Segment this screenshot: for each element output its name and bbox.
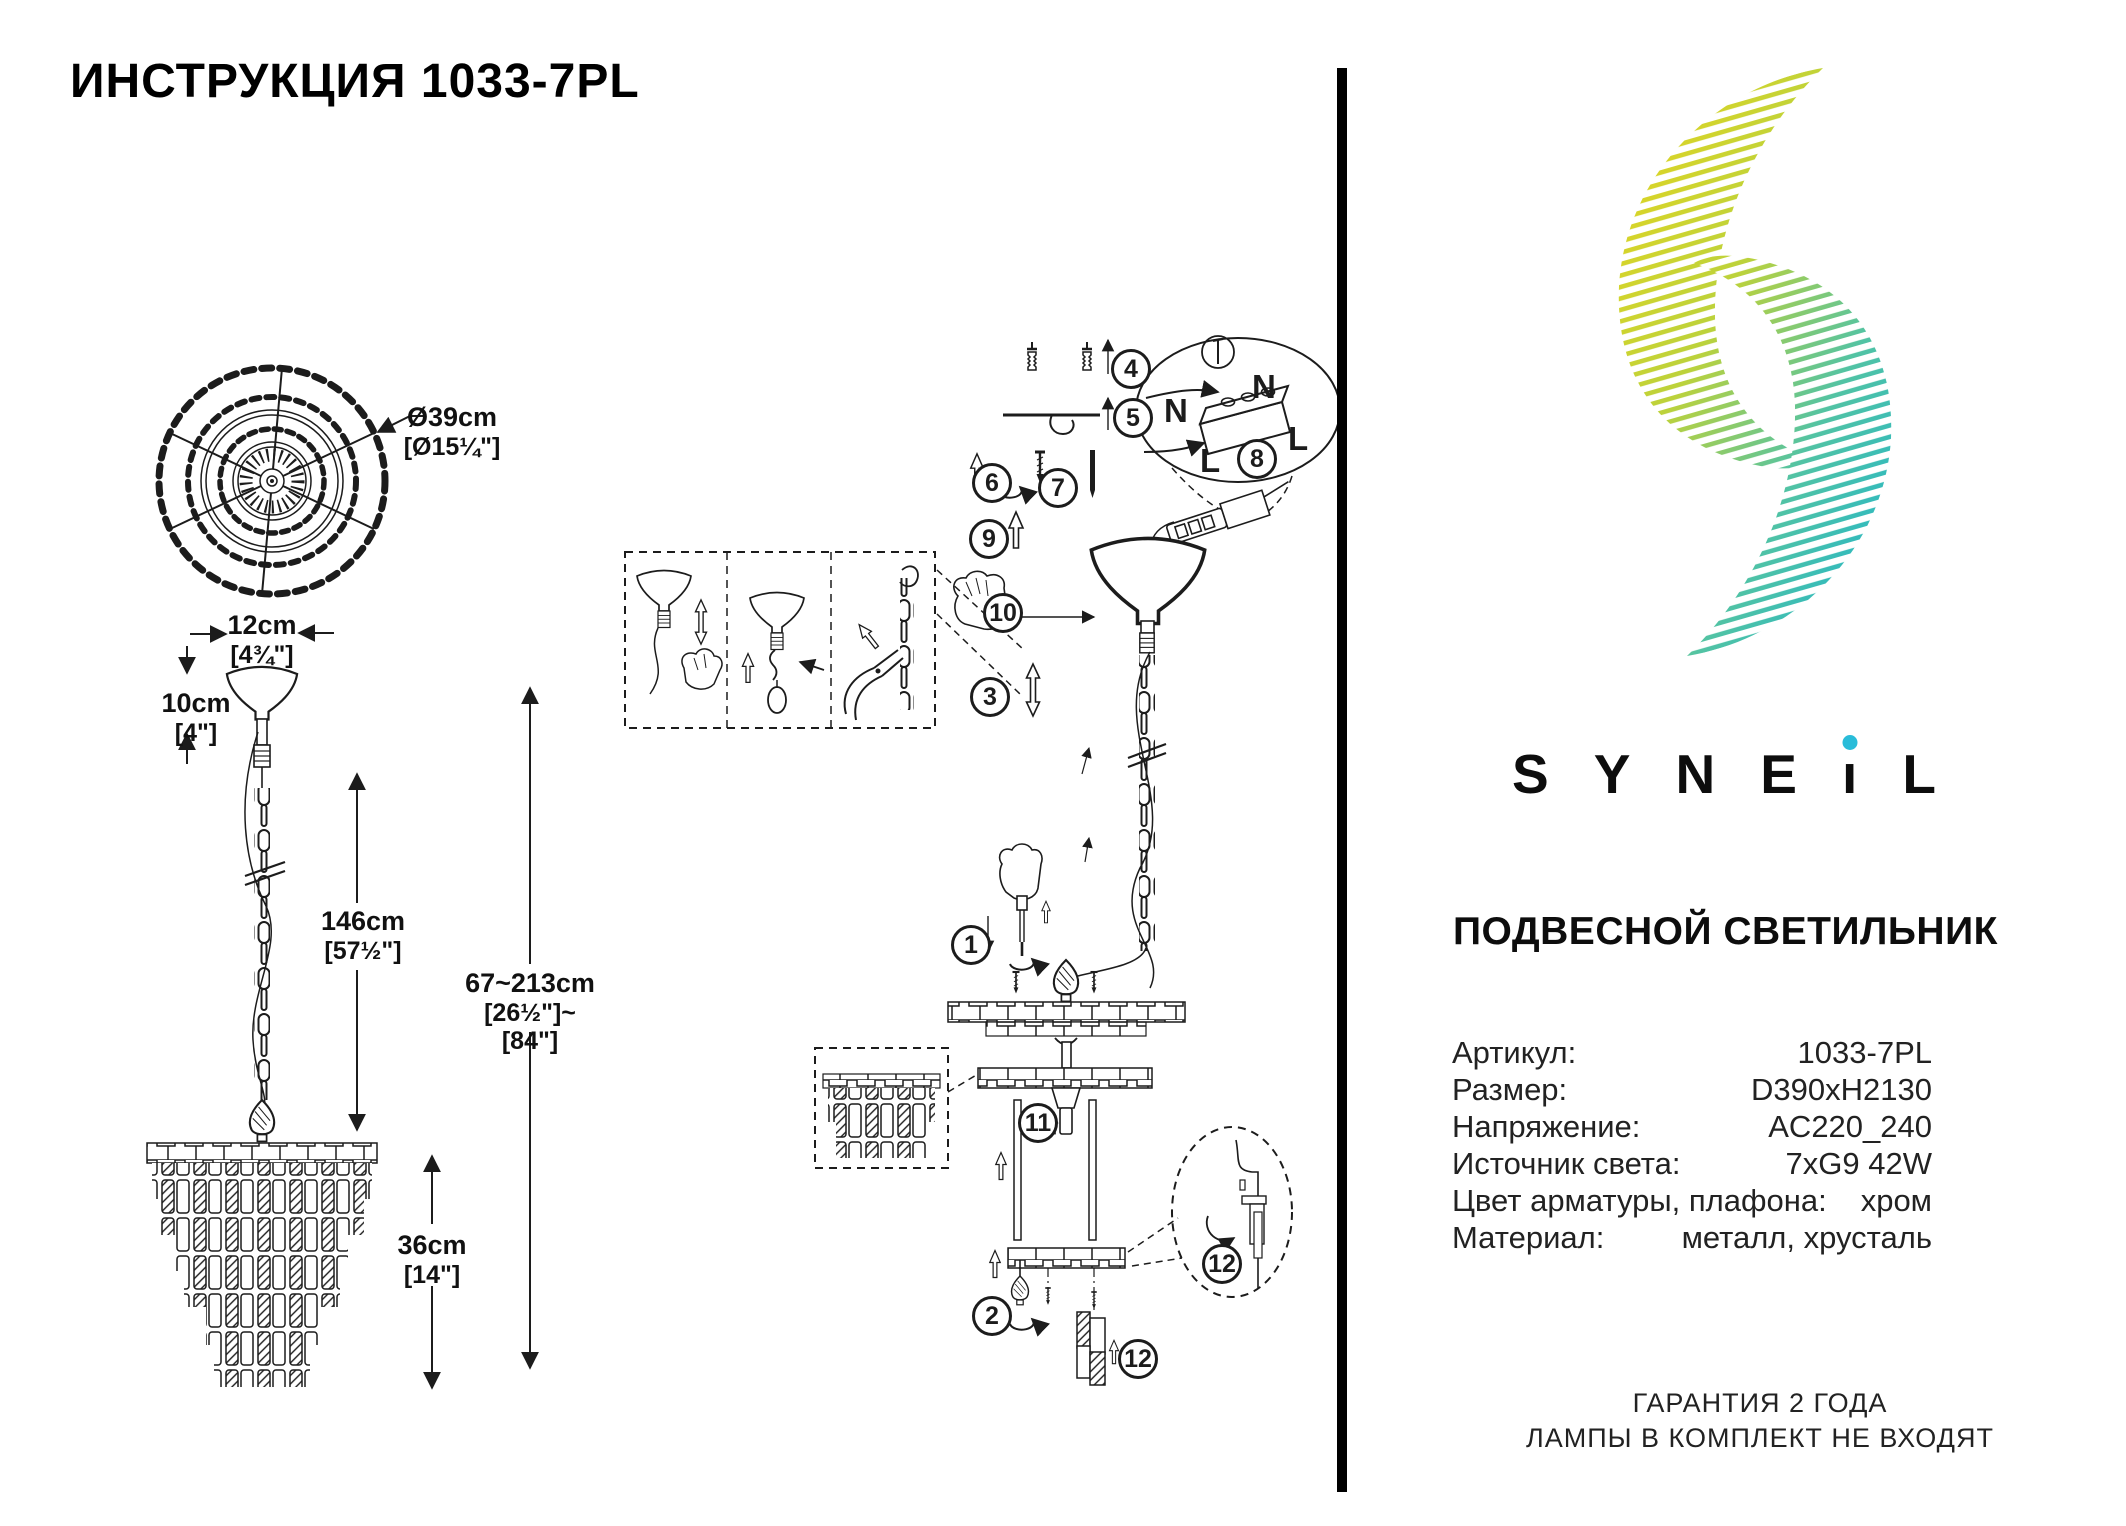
inline-connector	[1166, 480, 1289, 545]
hand-screwdriver-icon	[998, 843, 1043, 956]
chain-adjust-inset	[624, 551, 936, 729]
warranty-line: ГАРАНТИЯ 2 ГОДА	[1632, 1388, 1888, 1418]
step-badge-6: 6	[972, 463, 1012, 503]
dim-body-height: 36cm [14"]	[397, 1230, 467, 1289]
dim-diameter: Ø39cm [Ø15¼"]	[403, 402, 501, 461]
product-category-title: ПОДВЕСНОЙ СВЕТИЛЬНИК	[1453, 910, 1998, 953]
wire-label-l2: L	[1200, 442, 1221, 479]
step-badge-7: 7	[1038, 468, 1078, 508]
bracket-detail	[1127, 1126, 1293, 1298]
brand-letter: Y	[1593, 743, 1631, 805]
step-badge-11: 11	[1018, 1103, 1058, 1143]
dim-canopy-height: 10cm [4"]	[161, 688, 231, 747]
spec-row-material: Материал: металл, хрусталь	[1452, 1220, 1932, 1255]
spec-row-color: Цвет арматуры, плафона: хром	[1452, 1183, 1932, 1218]
dim-canopy-width: 12cm [4¾"]	[227, 610, 297, 669]
brand-i-dot	[1842, 735, 1858, 750]
lamps-note-line: ЛАМПЫ В КОМПЛЕКТ НЕ ВХОДЯТ	[1526, 1423, 1994, 1454]
step-badge-12: 12	[1202, 1244, 1242, 1284]
brand-letter: S	[1512, 743, 1549, 805]
step-badge-1: 1	[951, 925, 991, 965]
assembly-diagram	[624, 335, 1341, 1386]
warranty-note: ГАРАНТИЯ 2 ГОДА ЛАМПЫ В КОМПЛЕКТ НЕ ВХОД…	[1505, 1386, 2015, 1456]
brand-logo-s-wave	[1595, 60, 1915, 670]
wire-label-n2: N	[1252, 368, 1276, 405]
spec-row-light-source: Источник света: 7xG9 42W	[1452, 1146, 1932, 1181]
step-badge-8: 8	[1237, 439, 1277, 479]
page-title: ИНСТРУКЦИЯ 1033-7PL	[70, 55, 640, 108]
step-badge-2: 2	[972, 1296, 1012, 1336]
brand-wordmark: S Y N E ı L	[1512, 735, 1936, 806]
step-badge-4: 4	[1111, 349, 1151, 389]
brand-letter: E	[1760, 743, 1797, 805]
brand-letter: N	[1675, 743, 1716, 805]
step-badge-10: 10	[983, 593, 1023, 633]
wire-label-n1: N	[1164, 392, 1188, 429]
step-badge-12b: 12	[1118, 1339, 1158, 1379]
dim-chain-length: 146cm [57½"]	[320, 906, 406, 965]
dim-overall-height: 67~213cm [26½"]~[84"]	[465, 968, 595, 1056]
wire-label-l1: L	[1288, 420, 1309, 457]
step-badge-3: 3	[970, 677, 1010, 717]
brand-letter: L	[1902, 743, 1936, 805]
spec-row-article: Артикул: 1033-7PL	[1452, 1035, 1932, 1070]
step-badge-5: 5	[1113, 398, 1153, 438]
step-badge-9: 9	[969, 519, 1009, 559]
spec-table: Артикул: 1033-7PL Размер: D390xH2130 Нап…	[1452, 1034, 1932, 1256]
dimension-arrows	[178, 624, 539, 1390]
pendant-crystals	[1076, 1311, 1106, 1386]
crystal-inset-box	[814, 1047, 979, 1169]
side-view-drawing	[146, 624, 539, 1390]
spec-row-voltage: Напряжение: AC220_240	[1452, 1109, 1932, 1144]
vertical-divider	[1337, 68, 1347, 1492]
top-view-drawing	[155, 364, 426, 598]
brand-letter-i: ı	[1842, 735, 1857, 806]
spec-row-size: Размер: D390xH2130	[1452, 1072, 1932, 1107]
